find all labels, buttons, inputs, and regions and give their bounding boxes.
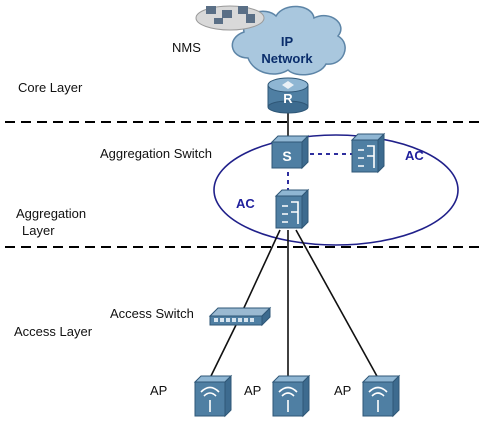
switch-glyph: S: [282, 148, 291, 164]
aggregation-layer-label-line1: Aggregation: [16, 206, 86, 221]
aggregation-switch-label: Aggregation Switch: [100, 146, 212, 161]
core-layer-label: Core Layer: [18, 80, 83, 95]
access-controller-icon-right: [350, 132, 386, 174]
access-controller-icon-left: [274, 188, 310, 230]
ap-label-1: AP: [150, 383, 167, 398]
aggregation-layer-label-line2: Layer: [22, 223, 55, 238]
cloud-title-line1: IP: [281, 34, 294, 49]
ap-label-3: AP: [334, 383, 351, 398]
ac-label-right: AC: [405, 148, 424, 163]
ac-group-ellipse: [213, 134, 459, 246]
switch-icon: S: [270, 134, 310, 170]
cloud-title-line2: Network: [261, 51, 313, 66]
access-layer-label: Access Layer: [14, 324, 93, 339]
ap-label-2: AP: [244, 383, 261, 398]
access-switch-icon: [208, 306, 272, 327]
wireless-ap-icon-3: [361, 374, 401, 418]
router-icon: R: [267, 77, 309, 114]
ac-label-left: AC: [236, 196, 255, 211]
nms-label: NMS: [172, 40, 201, 55]
access-switch-label: Access Switch: [110, 306, 194, 321]
wireless-ap-icon-1: [193, 374, 233, 418]
link-access-switch-ap1: [209, 324, 237, 379]
link-ac-ap3: [295, 229, 379, 379]
router-glyph: R: [283, 91, 293, 106]
nms-workstations-icon: [195, 5, 265, 31]
wireless-ap-icon-2: [271, 374, 311, 418]
